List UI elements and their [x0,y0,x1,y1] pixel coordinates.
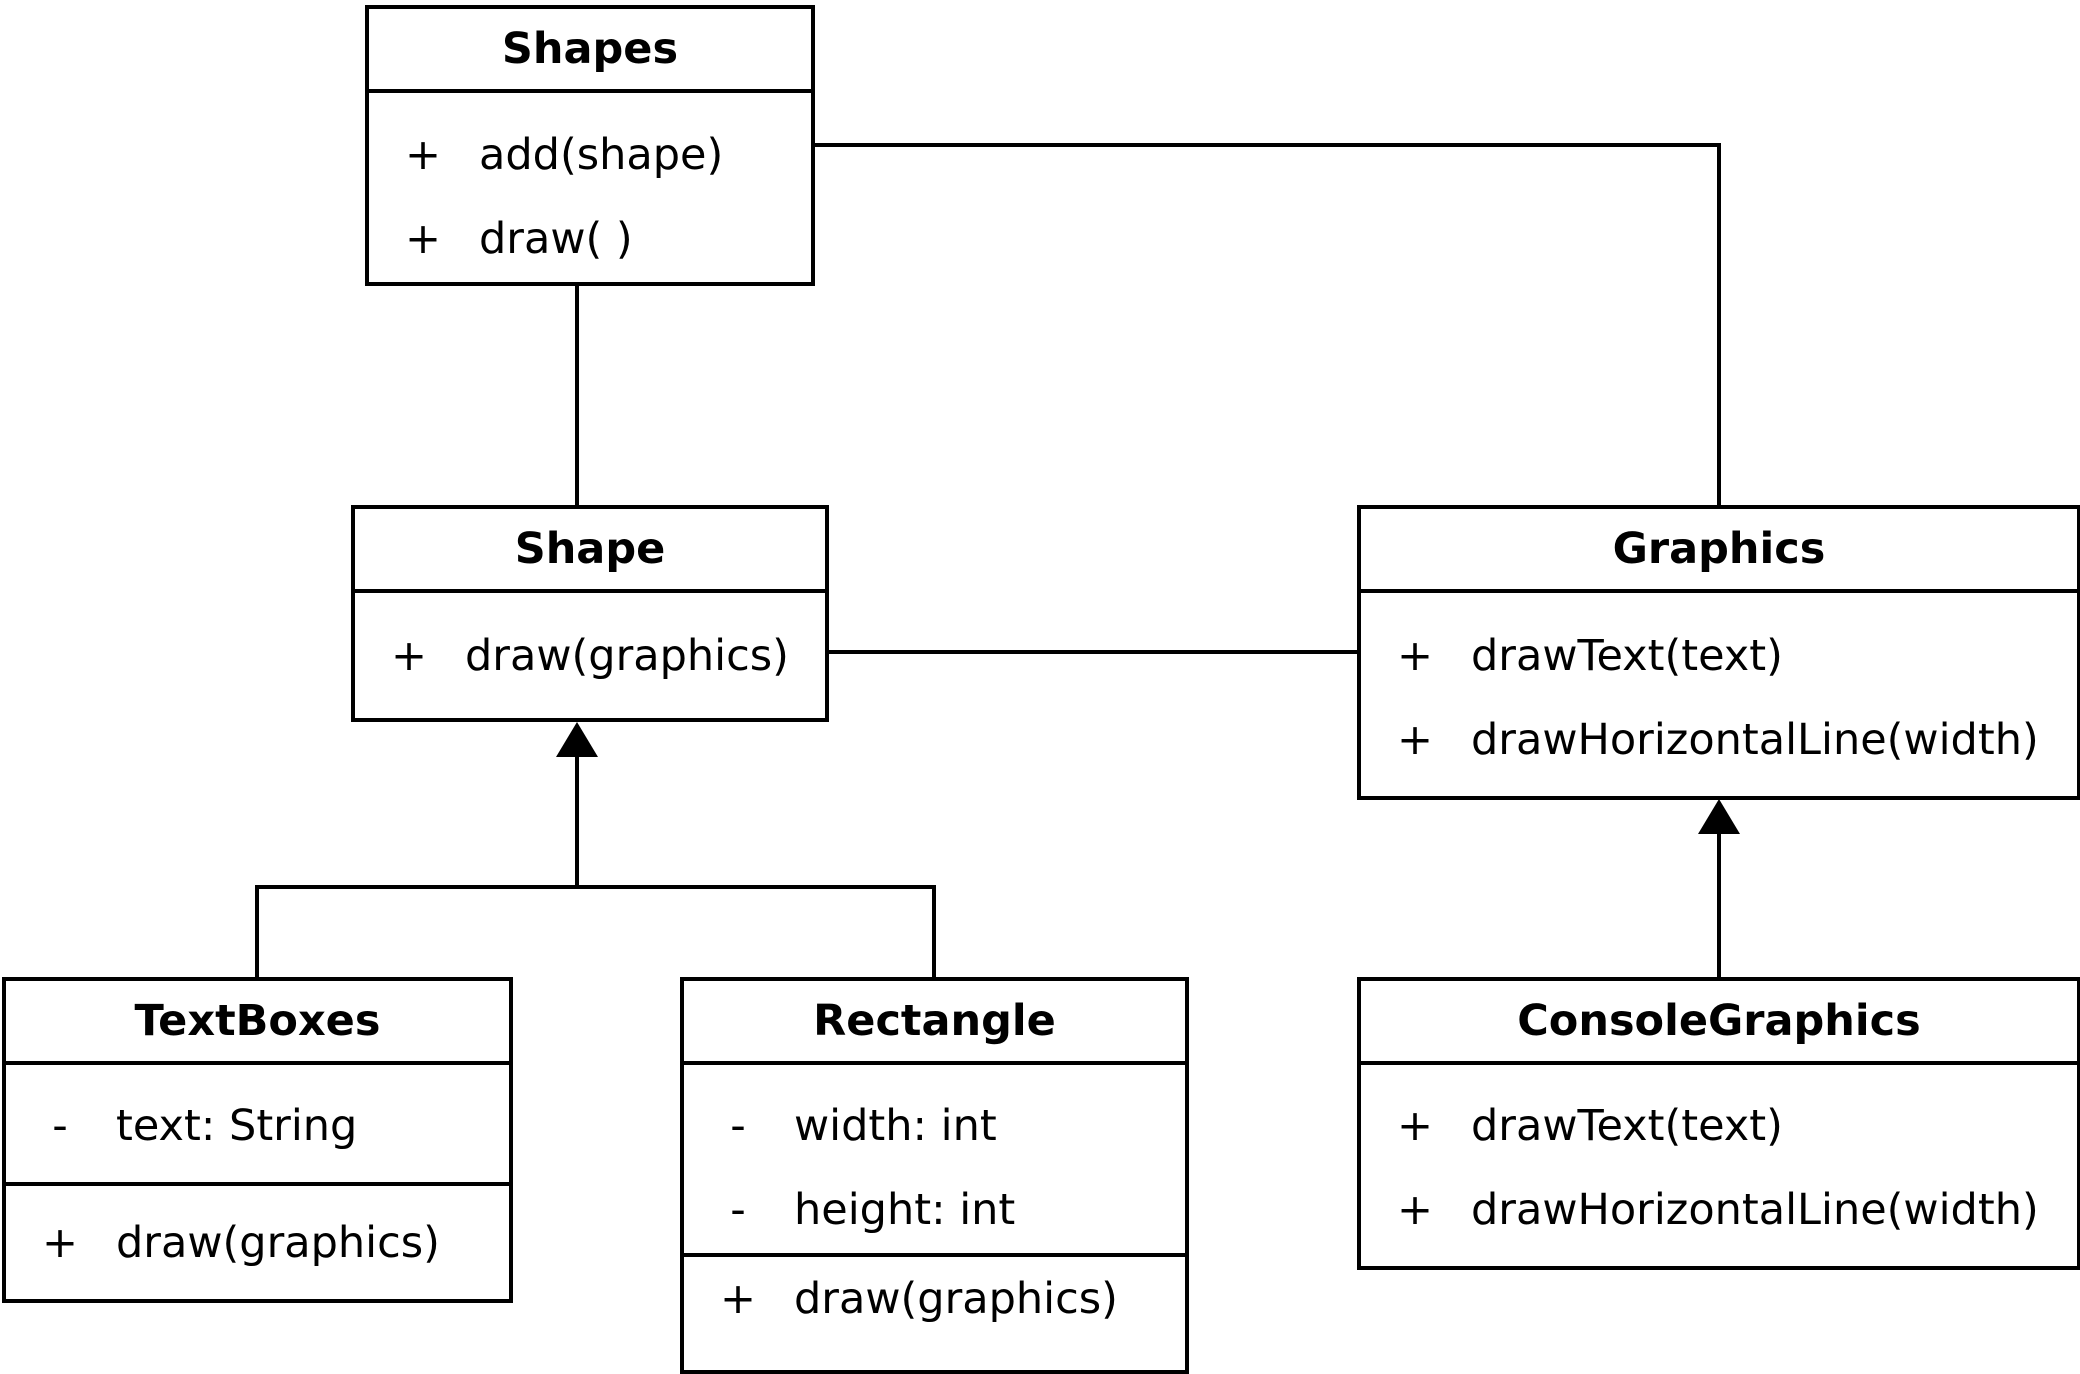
member-row: + drawText(text) [1361,614,2077,698]
generalization-arrowhead-graphics [1698,799,1740,834]
member-text: drawText(text) [1471,1101,1783,1151]
methods-section: + draw(graphics) [684,1253,1185,1341]
visibility-marker: + [1396,715,1434,765]
visibility-marker: - [730,1185,746,1235]
member-row: - width: int [684,1084,1185,1168]
member-row: - height: int [684,1168,1185,1252]
member-text: height: int [794,1185,1016,1235]
member-text: text: String [116,1101,358,1151]
methods-section: + draw(graphics) [355,593,825,698]
class-shapes: Shapes + add(shape) + draw( ) [365,5,815,286]
methods-section: + drawText(text) + drawHorizontalLine(wi… [1361,1065,2077,1252]
member-row: + drawText(text) [1361,1084,2077,1168]
member-text: drawHorizontalLine(width) [1471,715,2039,765]
visibility-marker: - [52,1101,68,1151]
member-row: - text: String [6,1084,509,1168]
class-name: ConsoleGraphics [1361,981,2077,1065]
methods-section: + draw(graphics) [6,1182,509,1285]
assoc-shapes-graphics [814,143,1721,505]
class-name: TextBoxes [6,981,509,1065]
attributes-section: - text: String [6,1065,509,1182]
attributes-section: - width: int - height: int [684,1065,1185,1253]
member-row: + add(shape) [369,113,811,197]
member-text: width: int [794,1101,997,1151]
visibility-marker: + [41,1218,79,1268]
visibility-marker: + [1396,631,1434,681]
inherit-textboxes-shape [255,885,936,977]
class-graphics: Graphics + drawText(text) + drawHorizont… [1357,505,2080,800]
class-name: Graphics [1361,509,2077,593]
member-text: draw(graphics) [116,1218,440,1268]
class-shape: Shape + draw(graphics) [351,505,829,722]
class-name: Rectangle [684,981,1185,1065]
class-rectangle: Rectangle - width: int - height: int + d… [680,977,1189,1374]
visibility-marker: - [730,1101,746,1151]
visibility-marker: + [404,130,442,180]
member-row: + draw(graphics) [355,614,825,698]
member-text: add(shape) [479,130,724,180]
class-textboxes: TextBoxes - text: String + draw(graphics… [2,977,513,1303]
member-row: + draw(graphics) [6,1201,509,1285]
class-name: Shapes [369,9,811,93]
generalization-arrowhead-shape [556,722,598,757]
visibility-marker: + [390,631,428,681]
member-text: draw(graphics) [794,1274,1118,1324]
member-text: draw(graphics) [465,631,789,681]
member-text: drawText(text) [1471,631,1783,681]
member-row: + draw( ) [369,197,811,281]
visibility-marker: + [719,1274,757,1324]
methods-section: + add(shape) + draw( ) [369,93,811,281]
visibility-marker: + [1396,1101,1434,1151]
class-name: Shape [355,509,825,593]
member-row: + draw(graphics) [684,1257,1185,1341]
class-consolegraphics: ConsoleGraphics + drawText(text) + drawH… [1357,977,2080,1270]
member-row: + drawHorizontalLine(width) [1361,1168,2077,1252]
visibility-marker: + [404,214,442,264]
methods-section: + drawText(text) + drawHorizontalLine(wi… [1361,593,2077,782]
member-row: + drawHorizontalLine(width) [1361,698,2077,782]
visibility-marker: + [1396,1185,1434,1235]
member-text: draw( ) [479,214,633,264]
member-text: drawHorizontalLine(width) [1471,1185,2039,1235]
